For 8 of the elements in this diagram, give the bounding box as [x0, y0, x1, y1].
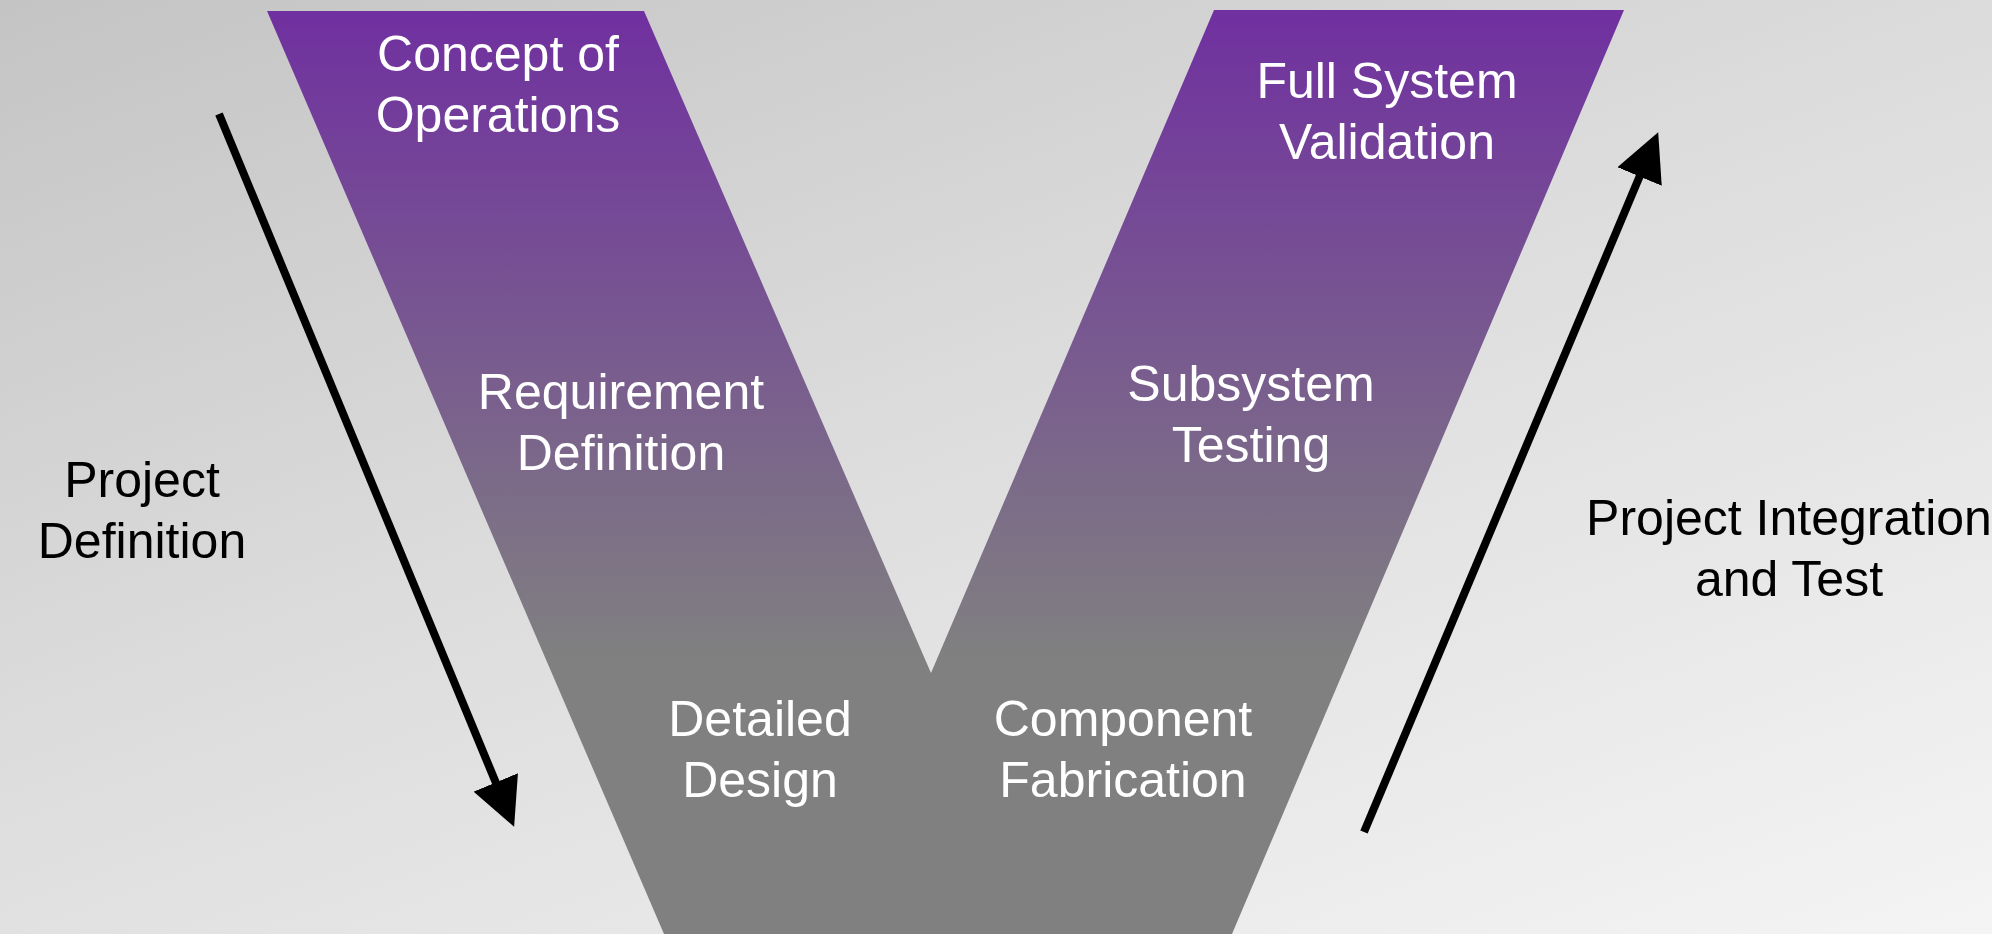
stage-label: Full System Validation	[1255, 52, 1519, 172]
phase-label: Project Integration and Test	[1585, 489, 1992, 609]
stage-label: Detailed Design	[667, 690, 853, 810]
stage-label: Subsystem Testing	[1126, 355, 1376, 475]
stage-label: Requirement Definition	[476, 363, 766, 483]
stage-label: Concept of Operations	[374, 25, 622, 145]
phase-label: Project Definition	[36, 451, 248, 571]
stage-label: Component Fabrication	[992, 690, 1254, 810]
